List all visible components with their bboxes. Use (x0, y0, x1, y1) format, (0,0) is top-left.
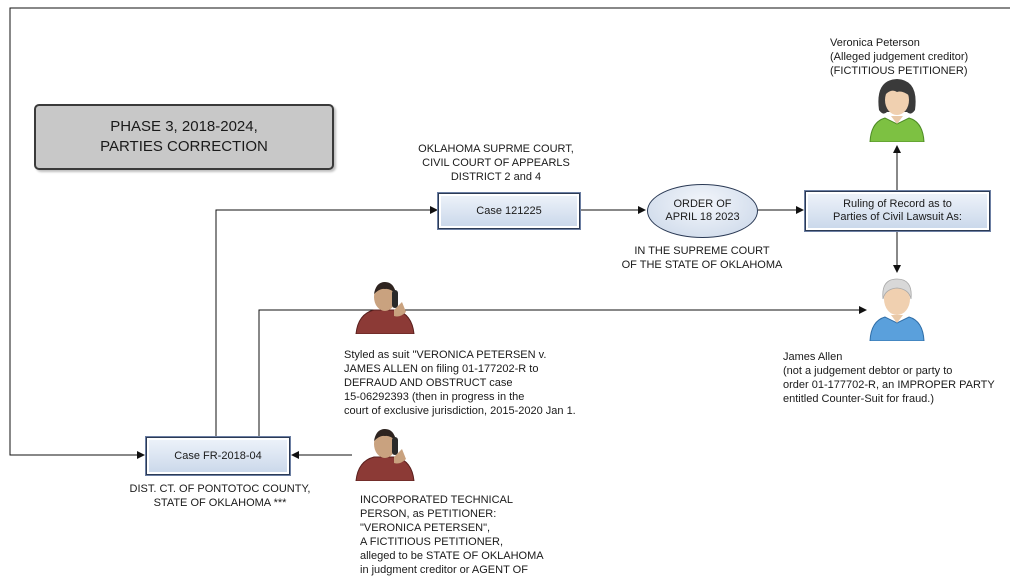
district-court-caption: DIST. CT. OF PONTOTOC COUNTY, STATE OF O… (129, 483, 311, 509)
case-121225-label: Case 121225 (476, 204, 542, 217)
incorporated-text: INCORPORATED TECHNICAL PERSON, as PETITI… (360, 494, 544, 576)
phase-label-box: PHASE 3, 2018-2024, PARTIES CORRECTION (34, 104, 334, 170)
supreme-court-caption: IN THE SUPREME COURT OF THE STATE OF OKL… (621, 245, 783, 271)
phone-caller-icon (355, 282, 415, 334)
female-user-icon (869, 79, 925, 142)
veronica-label: Veronica Peterson (Alleged judgement cre… (830, 37, 969, 77)
case-fr-label: Case FR-2018-04 (174, 449, 262, 462)
outer-loop-connector (9, 7, 1010, 459)
order-oval[interactable]: ORDER OF APRIL 18 2023 (647, 184, 758, 238)
case-fr-box[interactable]: Case FR-2018-04 (146, 437, 290, 475)
male-user-icon (869, 278, 925, 341)
fr-to-james-connector (258, 306, 867, 436)
phone-caller-icon (355, 429, 415, 481)
styled-suit-text: Styled as suit "VERONICA PETERSEN v. JAM… (344, 349, 576, 417)
ruling-label: Ruling of Record as to Parties of Civil … (833, 198, 962, 223)
order-label: ORDER OF APRIL 18 2023 (665, 198, 740, 223)
fr-to-121225-connector (215, 206, 438, 436)
court-header: OKLAHOMA SUPRME COURT, CIVIL COURT OF AP… (418, 143, 574, 183)
james-label: James Allen (not a judgement debtor or p… (783, 351, 995, 405)
phase-label: PHASE 3, 2018-2024, PARTIES CORRECTION (100, 118, 268, 155)
case-121225-box[interactable]: Case 121225 (438, 193, 580, 229)
ruling-box[interactable]: Ruling of Record as to Parties of Civil … (805, 191, 990, 231)
